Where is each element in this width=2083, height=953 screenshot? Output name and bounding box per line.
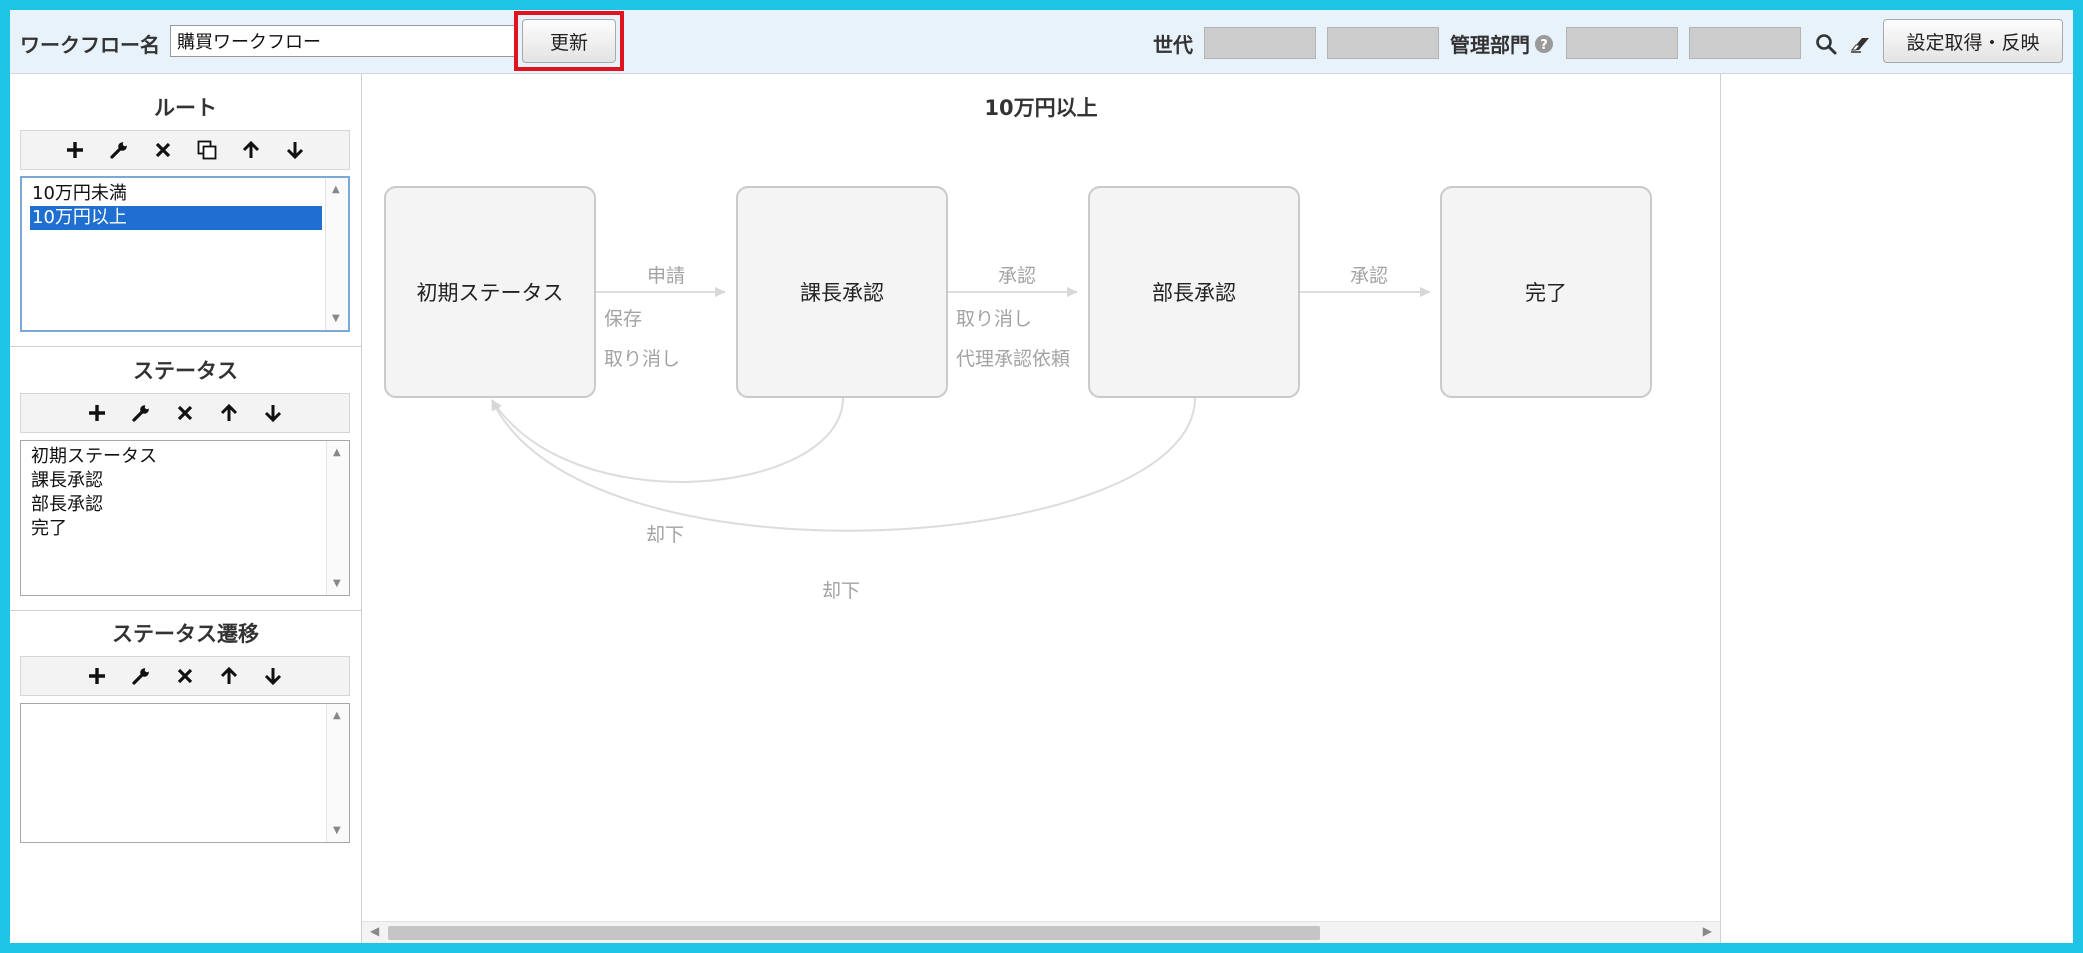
status-item-section-chief[interactable]: 課長承認 [31,470,103,491]
route-list-scrollbar[interactable]: ▲▼ [325,178,348,330]
scroll-right-arrow[interactable]: ▶ [1702,924,1712,938]
cross-icon [155,142,171,158]
route-edit-button[interactable] [100,133,138,167]
update-button-highlight [514,11,624,71]
status-list[interactable]: 初期ステータス 課長承認 部長承認 完了 ▲▼ [20,440,350,596]
edge-label-approve-2[interactable]: 承認 [1350,265,1389,287]
generation-label: 世代 [1153,33,1193,57]
route-item-over-100k[interactable]: 10万円以上 [30,206,322,230]
status-add-button[interactable] [78,396,116,430]
transition-move-up-button[interactable] [210,659,248,693]
generation-from-input[interactable] [1204,27,1316,59]
plus-icon [67,142,83,158]
edge-label-reject-1[interactable]: 却下 [646,524,685,546]
transition-arrows [491,287,1431,532]
wrench-icon [132,667,150,685]
node-complete[interactable]: 完了 [1440,186,1652,398]
edge-label-approve-1[interactable]: 承認 [998,265,1037,287]
route-move-up-button[interactable] [232,133,270,167]
status-list-scrollbar[interactable]: ▲▼ [326,441,349,595]
route-toolbar [20,130,350,170]
transition-list-scrollbar[interactable]: ▲▼ [326,704,349,842]
arrow-down-icon [264,405,282,423]
edge-label-save[interactable]: 保存 [604,308,643,330]
route-list[interactable]: 10万円未満 10万円以上 ▲▼ [20,176,350,332]
wrench-icon [110,141,128,159]
status-item-initial[interactable]: 初期ステータス [31,446,157,467]
workflow-name-label: ワークフロー名 [20,33,160,57]
route-item-under-100k[interactable]: 10万円未満 [32,183,127,204]
workflow-name-input[interactable] [170,25,518,57]
arrow-up-icon [220,403,238,421]
section-divider [10,610,361,611]
edge-label-proxy-approval[interactable]: 代理承認依頼 [956,348,1071,370]
plus-icon [89,668,105,684]
route-add-button[interactable] [56,133,94,167]
department-label: 管理部門 [1450,33,1530,57]
canvas-horizontal-scrollbar[interactable]: ◀ ▶ [362,921,1720,943]
generation-to-input[interactable] [1327,27,1439,59]
status-move-down-button[interactable] [254,396,292,430]
edge-label-cancel-1[interactable]: 取り消し [604,348,681,370]
status-move-up-button[interactable] [210,396,248,430]
update-button[interactable]: 更新 [522,19,616,63]
edge-label-cancel-2[interactable]: 取り消し [956,308,1033,330]
route-section-title: ルート [154,96,217,120]
status-delete-button[interactable] [166,396,204,430]
edge-label-apply[interactable]: 申請 [647,265,686,287]
scrollbar-thumb[interactable] [388,926,1320,940]
status-item-department-head[interactable]: 部長承認 [31,494,103,515]
canvas-route-title: 10万円以上 [984,96,1098,120]
eraser-icon[interactable] [1848,32,1872,56]
help-icon[interactable]: ? [1534,34,1554,54]
left-panel: ルート 10万円未満 10万円以上 [10,74,362,943]
route-delete-button[interactable] [144,133,182,167]
app-frame: ワークフロー名 更新 世代 管理部門 ? 設定取得・反映 ルート [10,10,2073,943]
arrow-down-icon [286,142,304,160]
node-department-head-approval[interactable]: 部長承認 [1088,186,1300,398]
route-move-down-button[interactable] [276,133,314,167]
header-bar: ワークフロー名 更新 世代 管理部門 ? 設定取得・反映 [10,10,2073,74]
department-code-input[interactable] [1566,27,1678,59]
edge-label-reject-2[interactable]: 却下 [822,580,861,602]
transition-section-title: ステータス遷移 [112,622,259,646]
transition-add-button[interactable] [78,659,116,693]
section-divider [10,346,361,347]
edge-chief-reject [491,397,844,483]
transition-edit-button[interactable] [122,659,160,693]
svg-text:?: ? [1540,38,1548,53]
route-copy-button[interactable] [188,133,226,167]
transition-list[interactable]: ▲▼ [20,703,350,843]
node-section-chief-approval[interactable]: 課長承認 [736,186,948,398]
arrow-up-icon [242,140,260,158]
status-item-complete[interactable]: 完了 [31,518,67,539]
status-edit-button[interactable] [122,396,160,430]
search-icon[interactable] [1814,32,1838,56]
copy-icon [197,140,217,160]
arrow-up-icon [220,666,238,684]
status-toolbar [20,393,350,433]
transition-delete-button[interactable] [166,659,204,693]
settings-apply-button[interactable]: 設定取得・反映 [1883,19,2063,63]
wrench-icon [132,404,150,422]
node-initial-status[interactable]: 初期ステータス [384,186,596,398]
transition-toolbar [20,656,350,696]
arrow-down-icon [264,668,282,686]
department-name-input[interactable] [1689,27,1801,59]
workflow-canvas[interactable]: 10万円以上 初期ステータス 課長承認 部長承認 完了 申請 保存 取り消し 承… [362,74,1721,943]
cross-icon [177,668,193,684]
properties-panel [1721,74,2073,943]
plus-icon [89,405,105,421]
transition-move-down-button[interactable] [254,659,292,693]
scroll-left-arrow[interactable]: ◀ [370,924,380,938]
cross-icon [177,405,193,421]
status-section-title: ステータス [133,359,238,383]
edge-head-reject [491,397,1196,532]
